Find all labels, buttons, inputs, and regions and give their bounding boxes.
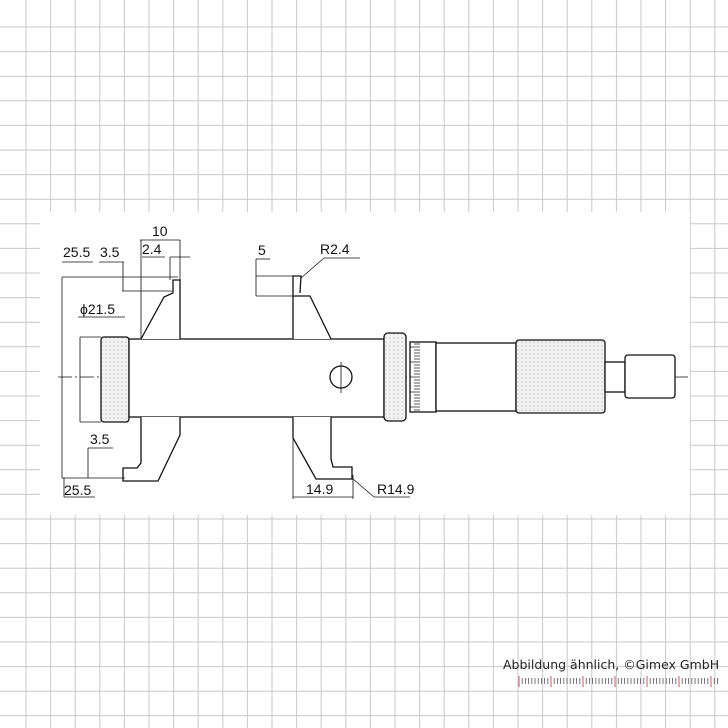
left-knurled-cap [100, 336, 130, 423]
thimble [435, 342, 517, 412]
dim-3-5-bottom: 3.5 [90, 431, 110, 447]
body-tube [128, 338, 385, 418]
dim-10: 10 [152, 223, 168, 239]
dim-diameter: ϕ21.5 [80, 301, 115, 317]
scale-ruler [518, 676, 718, 687]
collar [383, 332, 407, 422]
dim-r2-4: R2.4 [320, 241, 350, 257]
upper-right-jaw [292, 295, 332, 340]
dim-2-4: 2.4 [142, 241, 162, 257]
ratchet-knob [515, 339, 606, 414]
lower-right-jaw [292, 417, 353, 480]
dim-5: 5 [258, 242, 266, 258]
copyright-caption: Abbildung ähnlich, ©Gimex GmbH [503, 657, 720, 672]
upper-left-jaw [140, 279, 181, 340]
dim-3-5-top: 3.5 [100, 244, 120, 260]
dim-25-5-bottom: 25.5 [64, 482, 91, 498]
ratchet-stop [624, 354, 676, 399]
ratchet-neck [604, 361, 626, 393]
dim-25-5-top: 25.5 [63, 244, 90, 260]
dim-14-9: 14.9 [306, 481, 333, 497]
dim-r14-9: R14.9 [377, 481, 415, 497]
lower-left-jaw [122, 417, 181, 482]
